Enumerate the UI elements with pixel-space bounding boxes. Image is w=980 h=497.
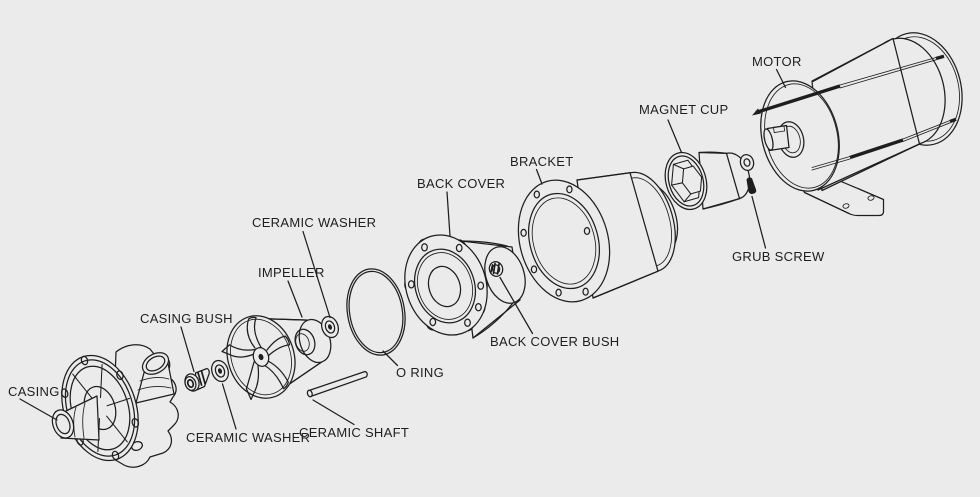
part-ceramic-washer-front	[210, 359, 230, 383]
leader-lines	[19, 68, 787, 430]
label-bracket: BRACKET	[510, 154, 574, 169]
part-motor	[752, 32, 963, 217]
part-grub-screw	[746, 177, 757, 195]
part-ceramic-washer-rear	[320, 315, 340, 339]
label-ceramic-washer-rear: CERAMIC WASHER	[252, 215, 377, 230]
label-casing: CASING	[8, 384, 60, 399]
label-magnet-cup: MAGNET CUP	[639, 102, 729, 117]
part-o-ring	[346, 268, 406, 356]
label-motor: MOTOR	[752, 54, 802, 69]
label-ceramic-washer-front: CERAMIC WASHER	[186, 430, 311, 445]
part-back-cover	[404, 234, 526, 339]
part-ceramic-shaft	[306, 370, 368, 398]
part-casing-bush	[184, 367, 210, 392]
label-impeller: IMPELLER	[258, 265, 325, 280]
part-bracket	[517, 171, 679, 303]
part-casing	[51, 344, 179, 468]
part-back-cover-bush	[488, 261, 504, 277]
label-grub-screw: GRUB SCREW	[732, 249, 825, 264]
label-ceramic-shaft: CERAMIC SHAFT	[299, 425, 410, 440]
part-impeller	[221, 315, 332, 401]
label-back-cover: BACK COVER	[417, 176, 506, 191]
label-casing-bush: CASING BUSH	[140, 311, 233, 326]
label-o-ring: O RING	[396, 365, 445, 380]
part-magnet-cup	[664, 151, 755, 211]
label-back-cover-bush: BACK COVER BUSH	[490, 334, 620, 349]
